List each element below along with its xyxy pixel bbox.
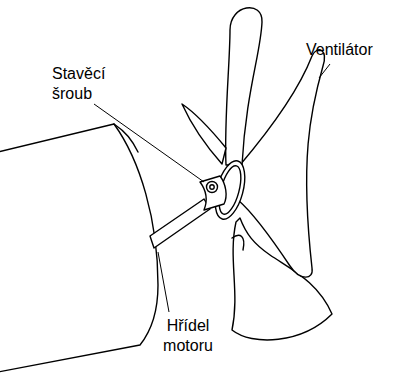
part-label: Hřídel motoru — [150, 316, 226, 356]
motor-body — [0, 124, 158, 372]
leader-line — [319, 64, 330, 78]
set-screw — [207, 182, 218, 193]
leader-line — [158, 252, 169, 312]
fan-blade-edge — [232, 235, 244, 250]
fan-blade — [226, 8, 262, 165]
motor-face-edge — [114, 124, 138, 152]
motor-shaft — [150, 199, 210, 248]
part-label: Ventilátor — [306, 40, 396, 60]
fan-blade — [182, 104, 226, 164]
set-screw-socket — [210, 185, 214, 189]
leader-line — [94, 104, 204, 182]
part-label: Stavěcí šroub — [52, 64, 124, 104]
shaft-collar — [200, 176, 226, 210]
